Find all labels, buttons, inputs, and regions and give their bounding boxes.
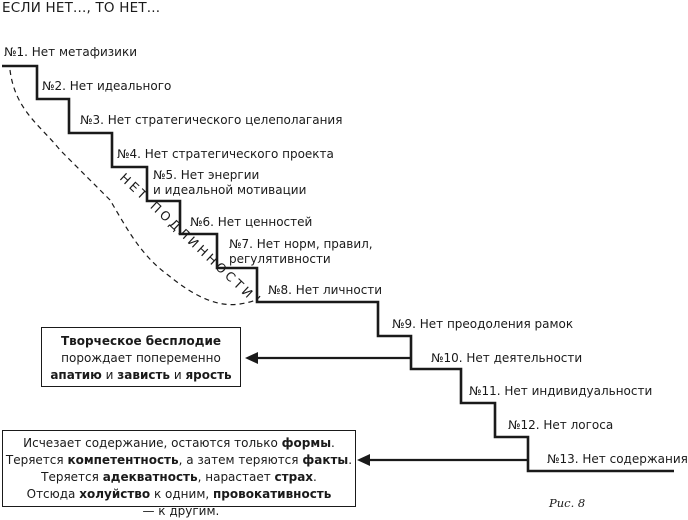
lower-box-l3-text-1: Теряется xyxy=(41,470,103,484)
step-9-label: №9. Нет преодоления рамок xyxy=(392,317,574,331)
upper-box-bold-envy: зависть xyxy=(117,368,171,382)
dashed-curve xyxy=(9,69,261,306)
upper-box-text-and-1: и xyxy=(101,368,118,382)
step-10-label: №10. Нет деятельности xyxy=(431,351,583,365)
lower-box-bold-competence: компетентность xyxy=(67,453,179,467)
lower-box-l3-text-2: , нарастает xyxy=(197,470,275,484)
lower-box-l2-text-3: . xyxy=(348,453,353,467)
step-5-label: №5. Нет энергии и идеальной мотивации xyxy=(153,168,307,197)
arrow-lower-head xyxy=(357,454,370,466)
lower-box-line-4: Отсюда холуйство к одним, провокативност… xyxy=(3,486,355,520)
lower-box-l3-text-3: . xyxy=(313,470,317,484)
upper-callout-box: Творческое бесплодие порождает поперемен… xyxy=(41,327,241,387)
staircase-line xyxy=(2,64,674,473)
lower-box-line-2: Теряется компетентность, а затем теряютс… xyxy=(3,452,355,469)
step-11-label: №11. Нет индивидуальности xyxy=(469,384,653,398)
step-4-label: №4. Нет стратегического проекта xyxy=(117,147,334,161)
lower-box-bold-fear: страх xyxy=(274,470,314,484)
step-12-label: №12. Нет логоса xyxy=(508,418,614,432)
step-1-label: №1. Нет метафизики xyxy=(4,45,138,59)
arrow-upper-head xyxy=(245,352,258,364)
lower-box-l4-text-2: к одним, xyxy=(150,487,213,501)
lower-box-l1-text-1: Исчезает содержание, остаются только xyxy=(23,436,282,450)
lower-box-bold-forms: формы xyxy=(281,436,332,450)
lower-box-bold-servility: холуйство xyxy=(79,487,151,501)
lower-box-l1-text-2: . xyxy=(331,436,335,450)
lower-box-line-3: Теряется адекватность, нарастает страх. xyxy=(3,469,355,486)
lower-box-l4-text-1: Отсюда xyxy=(26,487,80,501)
lower-box-bold-adequacy: адекватность xyxy=(102,470,198,484)
lower-callout-box: Исчезает содержание, остаются только фор… xyxy=(2,430,356,518)
lower-box-l2-text-1: Теряется xyxy=(5,453,68,467)
lower-box-bold-facts: факты xyxy=(302,453,349,467)
step-2-label: №2. Нет идеального xyxy=(42,79,172,93)
step-13-label: №13. Нет содержания xyxy=(547,452,688,466)
upper-box-line-1: Творческое бесплодие xyxy=(42,333,240,350)
step-6-label: №6. Нет ценностей xyxy=(190,215,313,229)
upper-box-bold-1: Творческое бесплодие xyxy=(60,334,221,348)
step-7-label: №7. Нет норм, правил, регулятивности xyxy=(229,237,373,266)
lower-box-line-1: Исчезает содержание, остаются только фор… xyxy=(3,435,355,452)
figure-caption: Рис. 8 xyxy=(549,496,586,510)
step-3-label: №3. Нет стратегического целеполагания xyxy=(80,113,343,127)
lower-box-l4-text-3: — к другим. xyxy=(138,504,220,518)
staircase-diagram xyxy=(2,64,674,473)
upper-box-line-2: порождает попеременно xyxy=(61,351,221,365)
upper-box-text-and-2: и xyxy=(170,368,186,382)
upper-box-bold-apathy: апатию xyxy=(50,368,102,382)
diagram-title: ЕСЛИ НЕТ..., ТО НЕТ... xyxy=(2,0,161,16)
upper-box-bold-rage: ярость xyxy=(185,368,232,382)
step-8-label: №8. Нет личности xyxy=(268,283,383,297)
upper-box-line-3: апатию и зависть и ярость xyxy=(42,367,240,384)
lower-box-l2-text-2: , а затем теряются xyxy=(178,453,303,467)
lower-box-bold-provocativeness: провокативность xyxy=(213,487,332,501)
